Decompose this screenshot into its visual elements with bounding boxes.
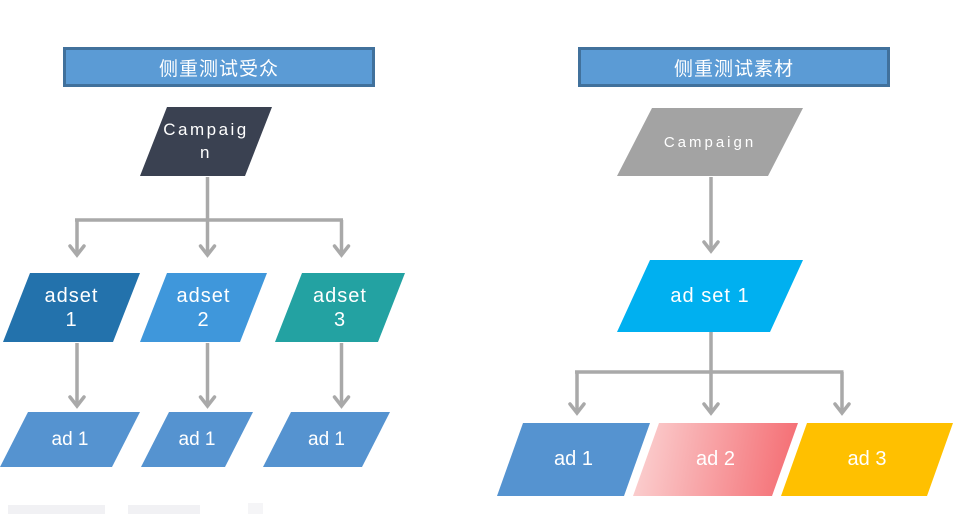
adset-3-node: adset 3 <box>275 273 405 342</box>
adset-1-node: adset 1 <box>3 273 140 342</box>
left-ad-3-node: ad 1 <box>263 412 390 467</box>
right-adset-label: ad set 1 <box>670 284 750 307</box>
left-campaign-node: Campaign <box>140 107 272 176</box>
left-panel-title: 侧重测试受众 <box>63 47 375 87</box>
left-ad-2-node: ad 1 <box>141 412 253 467</box>
adset-1-label: adset 1 <box>44 284 99 331</box>
right-campaign-node: Campaign <box>617 108 803 176</box>
right-ad-2-label: ad 2 <box>696 448 735 470</box>
adset-2-label: adset 2 <box>176 284 231 331</box>
left-ad-1-node: ad 1 <box>0 412 140 467</box>
right-ad-2-node: ad 2 <box>633 423 798 496</box>
left-campaign-label: Campaign <box>163 119 249 162</box>
artifact-shape <box>128 505 200 514</box>
right-ad-1-label: ad 1 <box>554 448 593 470</box>
artifact-shape <box>8 505 105 514</box>
adset-2-node: adset 2 <box>140 273 267 342</box>
artifact-shape <box>248 503 263 514</box>
right-ad-1-node: ad 1 <box>497 423 650 496</box>
left-ad-3-label: ad 1 <box>308 428 345 450</box>
right-ad-3-node: ad 3 <box>781 423 953 496</box>
right-ad-3-label: ad 3 <box>847 448 887 470</box>
left-ad-2-label: ad 1 <box>178 428 216 450</box>
adset-3-label: adset 3 <box>313 284 367 331</box>
left-ad-1-label: ad 1 <box>51 428 89 450</box>
right-adset-node: ad set 1 <box>617 260 803 332</box>
right-panel-title: 侧重测试素材 <box>578 47 890 87</box>
right-campaign-label: Campaign <box>663 133 757 151</box>
